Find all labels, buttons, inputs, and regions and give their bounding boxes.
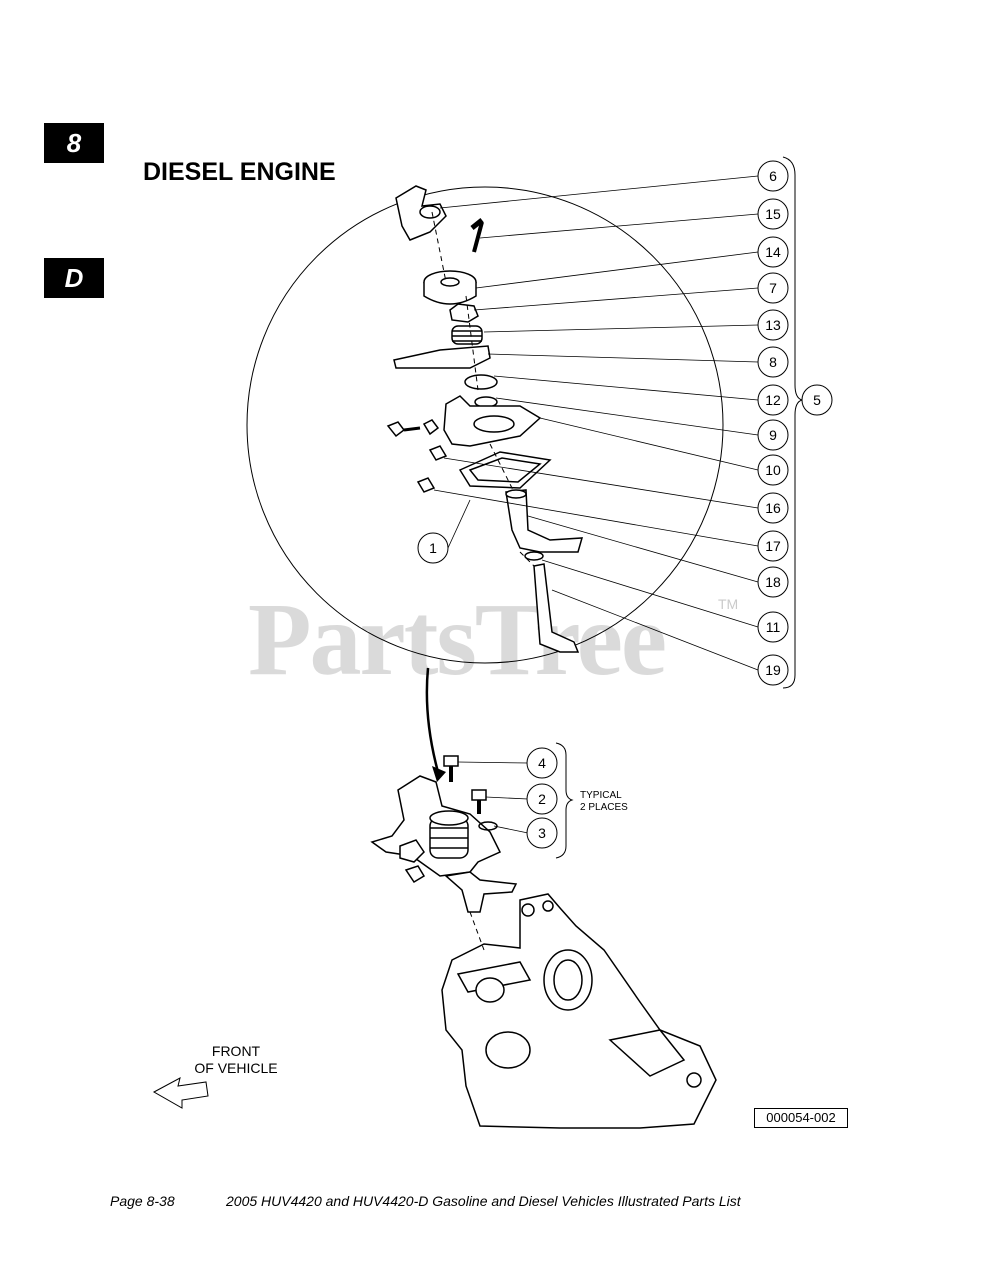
front-label-line1: FRONT [211,1043,261,1059]
callout-19: 19 [765,662,781,678]
callout-6: 6 [769,168,777,184]
callout-circles [417,160,833,849]
leader-lines [433,175,759,834]
parts-art [370,185,717,1129]
front-arrow [152,1077,209,1109]
callout-12: 12 [765,392,781,408]
typical-note-line2: 2 PLACES [580,802,628,813]
callout-2: 2 [538,791,546,807]
callout-5: 5 [813,392,821,408]
figure-id: 000054-002 [754,1108,848,1128]
watermark-tm: TM [718,596,739,612]
detail-arrow [425,667,440,773]
watermark: PartsTree [248,582,667,697]
footer-doc-title: 2005 HUV4420 and HUV4420-D Gasoline and … [226,1193,741,1209]
callout-15: 15 [765,206,781,222]
front-label-line2: OF VEHICLE [194,1060,278,1076]
callout-4: 4 [538,755,546,771]
callout-10: 10 [765,462,781,478]
typical-note: TYPICAL 2 PLACES [580,790,628,814]
footer-page-number: Page 8-38 [110,1193,175,1209]
callout-18: 18 [765,574,781,590]
chapter-tab: 8 [44,123,104,163]
callout-1: 1 [429,540,437,556]
callout-16: 16 [765,500,781,516]
callout-11: 11 [766,619,781,635]
callout-14: 14 [765,244,781,260]
group-bracket [782,156,804,689]
callout-3: 3 [538,825,546,841]
section-tab: D [44,258,104,298]
page-title: DIESEL ENGINE [143,158,336,186]
callout-8: 8 [769,354,777,370]
callout-13: 13 [765,317,781,333]
callout-17: 17 [765,538,781,554]
callout-7: 7 [769,280,777,296]
callout-numbers: 6 15 14 7 13 8 12 9 10 16 17 18 11 19 5 … [429,168,821,841]
callout-9: 9 [769,427,777,443]
typical-note-line1: TYPICAL [580,790,622,801]
detail-circle [246,186,724,664]
detail-arrow-head [432,766,446,782]
typical-bracket [555,742,574,859]
front-label: FRONT OF VEHICLE [186,1043,286,1077]
